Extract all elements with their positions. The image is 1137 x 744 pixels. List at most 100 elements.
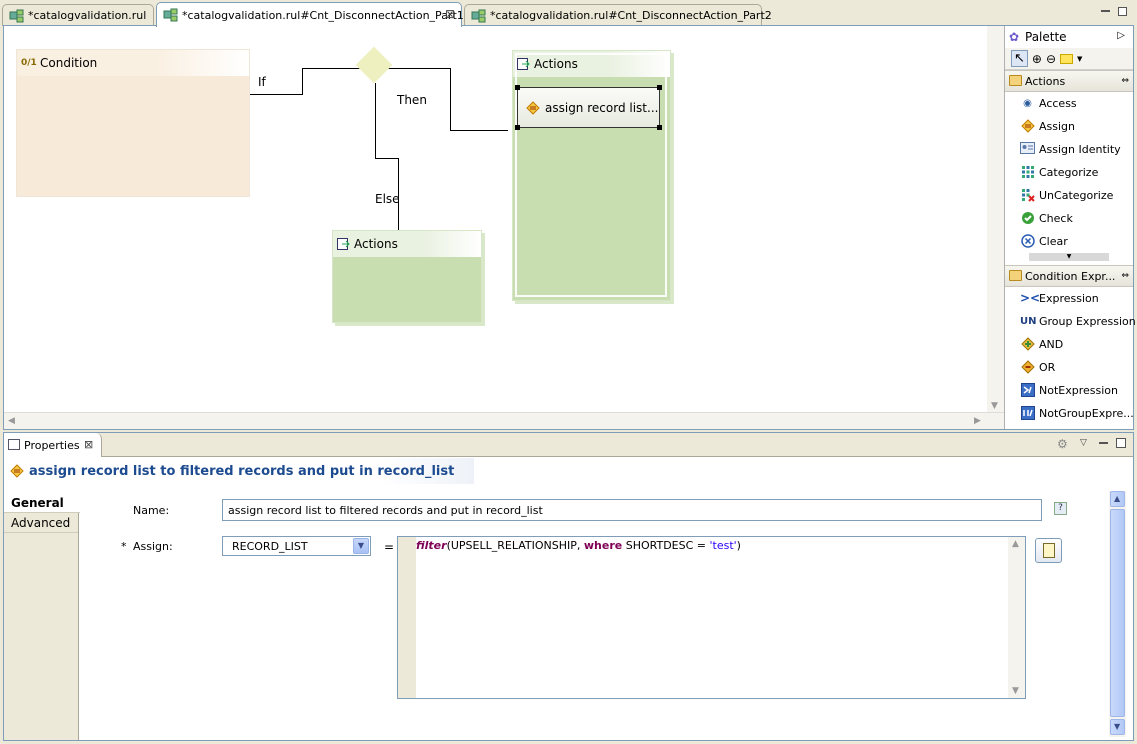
close-icon[interactable]: ⊠ [84, 438, 94, 451]
maximize-icon[interactable] [1118, 7, 1127, 16]
palette-item-access[interactable]: ◉ Access [1005, 92, 1133, 115]
uncategorize-icon [1020, 188, 1035, 203]
scroll-up-icon[interactable]: ▲ [1110, 491, 1125, 507]
pin-icon[interactable]: ⇔ [1121, 76, 1129, 86]
item-label: NotGroupExpre... [1039, 407, 1134, 420]
resize-handle[interactable] [657, 125, 662, 130]
expression-icon: >< [1020, 291, 1041, 305]
resize-handle[interactable] [515, 85, 520, 90]
edit-document-icon [1043, 543, 1055, 558]
condition-box[interactable]: 0/1 Condition [16, 49, 250, 197]
pin-view-icon[interactable]: ⚙ [1057, 437, 1068, 451]
palette-item-categorize[interactable]: Categorize [1005, 161, 1133, 184]
item-label: Clear [1039, 235, 1068, 248]
actions-icon [337, 238, 351, 250]
pin-icon[interactable]: ⇔ [1121, 271, 1129, 281]
rule-file-icon [163, 8, 179, 22]
expression-text[interactable]: filter(UPSELL_RELATIONSHIP, where SHORTD… [416, 539, 741, 552]
palette-item-check[interactable]: Check [1005, 207, 1133, 230]
scroll-down-icon[interactable]: ▼ [1110, 719, 1125, 735]
tab-catalogvalidation[interactable]: *catalogvalidation.rul [2, 4, 154, 26]
canvas-vertical-scrollbar[interactable]: ▼ [987, 26, 1004, 413]
else-connector [398, 158, 399, 230]
or-icon [1020, 360, 1035, 375]
palette-item-expression[interactable]: >< Expression [1005, 287, 1133, 310]
editor-gutter [398, 537, 416, 698]
tab-label: *catalogvalidation.rul#Cnt_DisconnectAct… [490, 9, 772, 22]
minimize-icon[interactable] [1101, 10, 1110, 12]
rule-file-icon [471, 9, 487, 23]
and-icon [1020, 337, 1035, 352]
scroll-up-icon[interactable]: ▲ [1012, 539, 1019, 549]
palette-item-not-group-expression[interactable]: NotGroupExpre... [1005, 402, 1134, 425]
resize-handle[interactable] [657, 85, 662, 90]
palette-drawer-actions[interactable]: Actions ⇔ [1005, 70, 1133, 92]
clear-icon [1020, 234, 1035, 249]
palette-item-assign-identity[interactable]: Assign Identity [1005, 138, 1133, 161]
expression-condition: SHORTDESC = [622, 539, 710, 552]
categorize-icon [1020, 165, 1035, 180]
palette-drawer-condition-expressions[interactable]: Condition Expr... ⇔ [1005, 265, 1133, 287]
tab-advanced[interactable]: Advanced [4, 513, 78, 533]
help-icon[interactable]: ? [1054, 502, 1067, 515]
resize-handle[interactable] [515, 125, 520, 130]
palette-title: Palette [1025, 30, 1067, 44]
function-keyword: filter [416, 539, 447, 552]
collapse-palette-icon[interactable]: ▷ [1117, 30, 1125, 41]
scroll-thumb[interactable] [1110, 509, 1125, 717]
expression-builder-button[interactable] [1035, 538, 1062, 563]
close-icon[interactable]: ⊠ [444, 7, 455, 21]
select-tool-icon[interactable]: ↖ [1011, 50, 1028, 67]
scroll-left-icon[interactable]: ◀ [8, 416, 15, 426]
minimize-icon[interactable] [1099, 442, 1108, 444]
drawer-scroll-down[interactable]: ▼ [1029, 253, 1109, 261]
tab-disconnect-part2[interactable]: *catalogvalidation.rul#Cnt_DisconnectAct… [464, 4, 772, 26]
tab-disconnect-part1[interactable]: *catalogvalidation.rul#Cnt_DisconnectAct… [156, 2, 464, 27]
zoom-out-icon[interactable]: ⊖ [1045, 51, 1057, 66]
palette-item-assign[interactable]: Assign [1005, 115, 1133, 138]
expression-scrollbar[interactable]: ▲ ▼ [1008, 537, 1025, 698]
chevron-down-icon[interactable]: ▼ [353, 538, 369, 554]
assign-target-select[interactable]: RECORD_LIST ▼ [222, 536, 371, 556]
palette-item-or[interactable]: OR [1005, 356, 1133, 379]
scroll-down-icon[interactable]: ▼ [1012, 686, 1019, 696]
decision-diamond[interactable] [355, 46, 393, 84]
chevron-down-icon[interactable]: ▼ [1077, 54, 1083, 63]
palette-item-group-expression[interactable]: UN Group Expression [1005, 310, 1136, 333]
palette-item-and[interactable]: AND [1005, 333, 1133, 356]
palette-icon: ✿ [1009, 30, 1020, 44]
maximize-icon[interactable] [1116, 438, 1126, 448]
palette-item-uncategorize[interactable]: UnCategorize [1005, 184, 1133, 207]
zoom-in-icon[interactable]: ⊕ [1031, 51, 1042, 66]
palette-item-not-expression[interactable]: NotExpression [1005, 379, 1133, 402]
assign-icon [1020, 119, 1035, 134]
id-card-icon [1020, 142, 1035, 157]
properties-side-tabs: General Advanced [4, 493, 80, 740]
expression-editor[interactable]: filter(UPSELL_RELATIONSHIP, where SHORTD… [397, 536, 1026, 699]
item-label: AND [1039, 338, 1064, 351]
view-menu-icon[interactable]: ▽ [1080, 438, 1087, 448]
condition-label: Condition [40, 56, 98, 70]
note-icon[interactable] [1060, 53, 1074, 64]
then-connector [450, 130, 508, 131]
scroll-right-icon[interactable]: ▶ [974, 416, 981, 426]
palette: ✿ Palette ▷ ↖ ⊕ ⊖ ▼ Actions ⇔ ◉ Access [1004, 26, 1136, 429]
properties-view: Properties ⊠ ⚙ ▽ assign record list to f… [3, 432, 1134, 741]
name-field[interactable] [222, 499, 1042, 521]
else-actions-box[interactable]: Actions [332, 230, 482, 323]
palette-item-clear[interactable]: Clear [1005, 230, 1133, 253]
assign-action-node[interactable]: assign record list... [515, 85, 662, 130]
properties-header-text: assign record list to filtered records a… [29, 463, 455, 479]
properties-scrollbar[interactable]: ▲ ▼ [1109, 491, 1126, 737]
editor-tab-bar: *catalogvalidation.rul *catalogvalidatio… [0, 2, 1137, 27]
tab-general[interactable]: General [4, 493, 80, 513]
item-label: Expression [1039, 292, 1099, 305]
tab-properties[interactable]: Properties ⊠ [4, 433, 102, 457]
equals-sign: = [384, 540, 395, 554]
diagram-canvas[interactable]: 0/1 Condition If Then Else [4, 26, 1004, 413]
canvas-horizontal-scrollbar[interactable]: ◀ ▶ [4, 412, 1004, 429]
actions-title: Actions [513, 51, 670, 77]
scroll-down-icon[interactable]: ▼ [991, 401, 998, 411]
actions-label: Actions [354, 237, 398, 251]
